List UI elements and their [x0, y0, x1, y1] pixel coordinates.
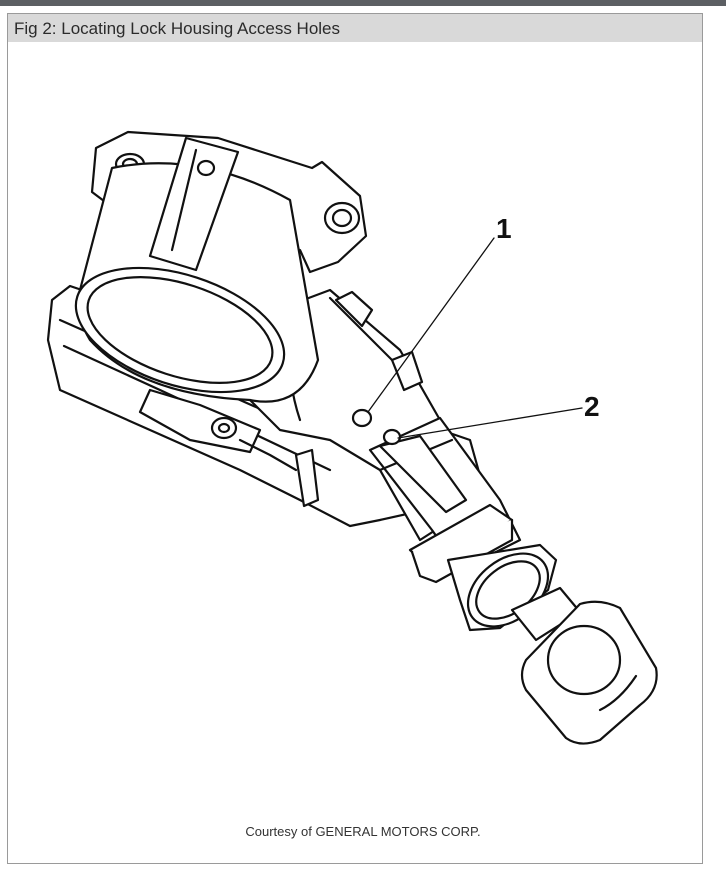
access-hole-2: [382, 428, 402, 446]
access-hole-1: [351, 408, 373, 428]
access-holes: [351, 408, 402, 446]
callout-label-1: 1: [496, 213, 512, 244]
ignition-key: [510, 586, 658, 745]
caption-bar: Fig 2: Locating Lock Housing Access Hole…: [8, 14, 702, 42]
callout-leaders: [367, 237, 583, 439]
cylinder-sleeve: [74, 136, 320, 403]
image-credit: Courtesy of GENERAL MOTORS CORP.: [245, 824, 481, 839]
figure-caption: Fig 2: Locating Lock Housing Access Hole…: [14, 19, 341, 38]
lock-cylinder: [368, 416, 558, 632]
callout-label-2: 2: [584, 391, 600, 422]
linkage: [138, 388, 298, 472]
window-top-bar: [0, 0, 726, 6]
leader-line-2: [397, 407, 583, 439]
leader-line-1: [367, 237, 495, 413]
